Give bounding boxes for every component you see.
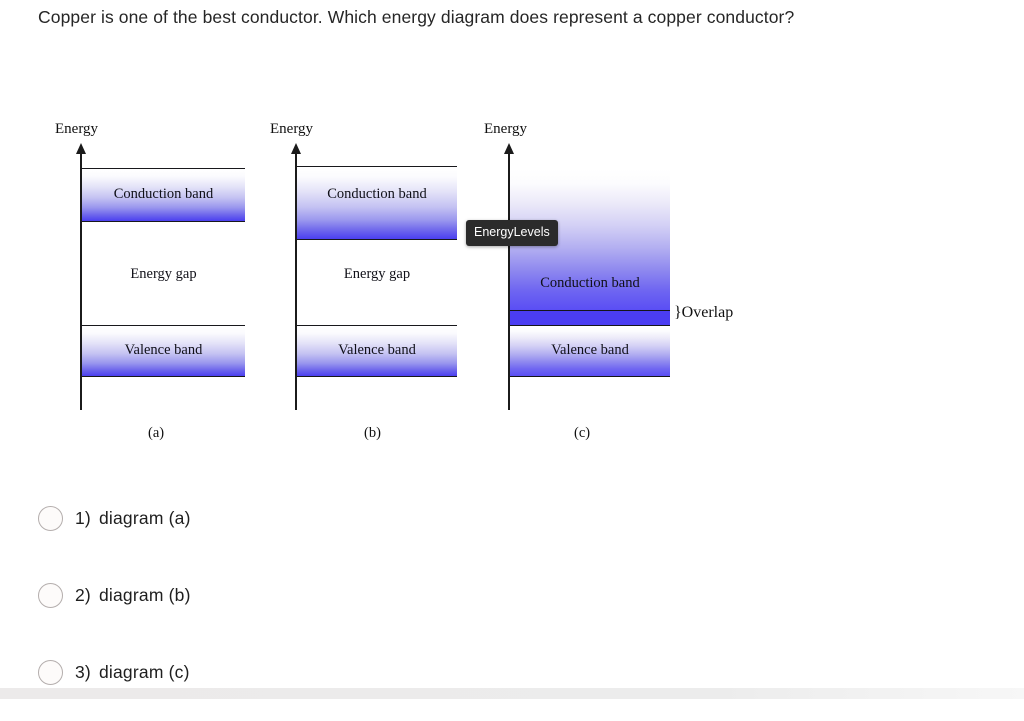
panel-b-conduction-band: Conduction band — [297, 166, 457, 240]
radio-option-3[interactable] — [38, 659, 63, 685]
panel-c-axis-label: Energy — [484, 121, 528, 137]
panel-b-axis-label: Energy — [270, 121, 314, 137]
panel-c-overlap-label: }Overlap — [674, 304, 734, 321]
panel-c-caption: (c) — [574, 425, 591, 441]
panel-b-energy-gap-label: Energy gap — [343, 266, 411, 282]
panel-b-valence-band-label: Valence band — [338, 342, 416, 358]
option-row-1[interactable]: 1) diagram (a) — [38, 490, 638, 546]
panel-a-conduction-band: Conduction band — [82, 168, 245, 222]
panel-a-valence-band: Valence band — [82, 325, 245, 377]
panel-a-caption: (a) — [148, 425, 165, 441]
panel-c-valence-band: Valence band — [510, 326, 670, 377]
option-1-number: 1) — [75, 507, 91, 528]
panel-c-conduction-band-label: Conduction band — [540, 275, 640, 291]
panel-c-valence-band-label: Valence band — [551, 342, 629, 358]
panel-b-caption: (b) — [364, 425, 381, 441]
panel-a-energy-gap-label: Energy gap — [130, 266, 197, 282]
panel-a-valence-band-label: Valence band — [124, 342, 203, 358]
panel-c-overlap-strip — [510, 310, 670, 326]
option-3-label: diagram (c) — [98, 661, 190, 682]
question-text: Copper is one of the best conductor. Whi… — [38, 7, 795, 27]
energy-levels-tooltip: EnergyLevels — [466, 220, 558, 246]
option-1-label: diagram (a) — [98, 507, 191, 528]
radio-option-2[interactable] — [38, 582, 63, 608]
radio-option-1[interactable] — [38, 505, 63, 531]
option-2-number: 2) — [75, 584, 91, 605]
panel-c-energy-axis — [504, 143, 514, 410]
panel-b-valence-band: Valence band — [297, 325, 457, 377]
option-3-number: 3) — [75, 661, 91, 682]
option-row-3[interactable]: 3) diagram (c) — [38, 644, 638, 700]
option-2-label: diagram (b) — [98, 584, 191, 605]
panel-b-energy-axis — [291, 143, 301, 410]
panel-a-axis-label: Energy — [55, 121, 99, 137]
page-bottom-edge — [0, 688, 1024, 699]
answer-options: 1) diagram (a) 2) diagram (b) 3) diagram… — [38, 490, 638, 721]
panel-b-conduction-band-label: Conduction band — [327, 186, 427, 202]
option-row-2[interactable]: 2) diagram (b) — [38, 567, 638, 623]
panel-a-conduction-band-label: Conduction band — [113, 186, 214, 202]
energy-band-figure: Energy Conduction band Energy gap Valenc… — [55, 121, 734, 441]
panel-a-energy-axis — [76, 143, 86, 410]
